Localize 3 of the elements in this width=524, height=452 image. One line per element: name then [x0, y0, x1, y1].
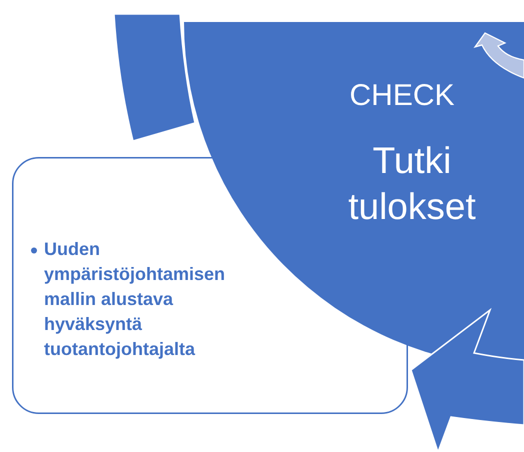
bullet-text: Uuden ympäristöjohtamisen mallin alustava hyväksyntä tuotantojohtajalta: [44, 238, 226, 361]
phase-description: Tutki tulokset: [347, 139, 477, 229]
phase-title: CHECK: [348, 78, 456, 114]
